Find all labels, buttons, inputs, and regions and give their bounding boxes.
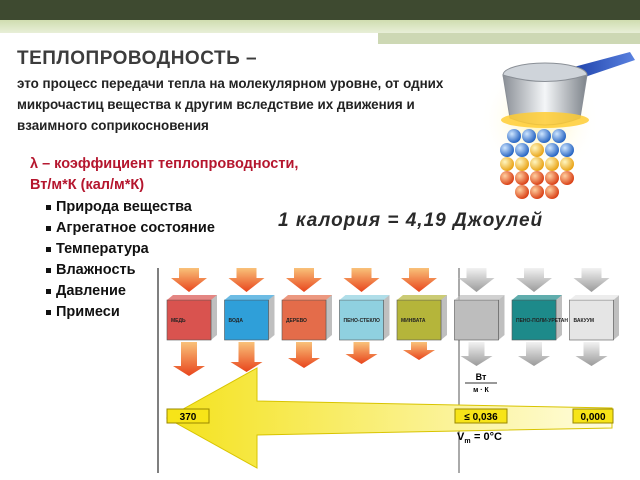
header-dark-bar — [0, 0, 640, 20]
material-label: ПЕНО-ПОЛИ-УРЕТАН — [516, 318, 568, 324]
header-accent-bar — [378, 33, 640, 44]
heat-arrow-out — [460, 342, 493, 366]
material-label: ВАКУУМ — [574, 318, 595, 324]
slide-title: ТЕПЛОПРОВОДНОСТЬ – — [17, 48, 258, 69]
value-mid: ≤ 0,036 — [464, 412, 498, 423]
vm-note: = 0°C — [474, 431, 502, 443]
heat-arrow-in — [228, 268, 265, 292]
material-box-side — [326, 295, 332, 340]
material-label: МЕДЬ — [171, 318, 186, 324]
material-label: ВОДА — [229, 318, 244, 324]
heat-arrow-in — [458, 268, 495, 292]
material-box-side — [613, 295, 619, 340]
material-box-top — [512, 295, 562, 300]
material-label: ПЕНО-СТЕКЛО — [344, 318, 381, 324]
material-box — [166, 299, 212, 341]
list-item: Природа вещества — [46, 197, 215, 218]
material-box — [569, 299, 614, 341]
heat-arrow-out — [403, 342, 435, 360]
unit-denominator: м · К — [473, 387, 489, 394]
heat-arrow-in — [573, 268, 610, 292]
material-box-top — [224, 295, 275, 300]
value-box-left — [166, 408, 210, 424]
heat-arrow-in — [516, 268, 552, 292]
value-box-mid — [454, 408, 508, 424]
lambda-line-1: λ – коэффициент теплопроводности, — [30, 156, 299, 172]
material-box — [281, 299, 327, 341]
material-boxes: МЕДЬ ВОДА ДЕРЕВО ПЕНО-СТЕКЛО МИНВАТА ПЕНО-ПОЛ… — [166, 295, 619, 341]
list-item: Примеси — [46, 302, 215, 323]
vm-symbol: Vm — [457, 431, 471, 445]
heat-arrow-out — [230, 342, 263, 372]
heat-arrow-out — [575, 342, 608, 366]
heat-arrows — [171, 268, 610, 376]
material-box-side — [211, 295, 217, 340]
heat-arrow-out — [345, 342, 378, 364]
factor-list: Природа вещества Агрегатное состояние Те… — [46, 197, 215, 323]
material-box-side — [441, 295, 447, 340]
material-box — [224, 299, 269, 341]
value-box-right — [572, 408, 614, 424]
list-item: Давление — [46, 281, 215, 302]
conductivity-scale-arrow — [165, 367, 613, 469]
list-item: Температура — [46, 239, 215, 260]
material-label: ДЕРЕВО — [286, 318, 307, 324]
heat-arrow-in — [171, 268, 207, 292]
material-box-top — [282, 295, 332, 300]
saucepan-molecules-illustration — [480, 52, 635, 199]
heat-arrow-in — [401, 268, 437, 292]
material-box-side — [556, 295, 562, 340]
material-box-side — [498, 295, 505, 340]
heat-arrow-in — [286, 268, 322, 292]
calorie-equation: 1 калория = 4,19 Джоулей — [278, 210, 544, 231]
heat-arrow-out — [518, 342, 550, 366]
header-light-bar — [0, 20, 640, 33]
material-box-top — [397, 295, 447, 300]
heat-arrow-out — [288, 342, 320, 368]
material-box-side — [383, 295, 390, 340]
heat-arrow-in — [343, 268, 380, 292]
list-item: Агрегатное состояние — [46, 218, 215, 239]
lambda-line-2: Вт/м*К (кал/м*К) — [30, 177, 145, 193]
definition-text: это процесс передачи тепла на молекулярн… — [17, 76, 444, 133]
material-box-top — [339, 295, 390, 300]
material-box-top — [454, 295, 505, 300]
unit-numerator: Вт — [476, 372, 487, 382]
molecule-grid — [500, 129, 574, 199]
material-box-top — [569, 295, 619, 300]
material-box-side — [268, 295, 275, 340]
value-right: 0,000 — [580, 412, 605, 423]
material-box-top — [167, 295, 217, 300]
list-item: Влажность — [46, 260, 215, 281]
lambda-definition: λ – коэффициент теплопроводности, Вт/м*К… — [30, 154, 298, 196]
value-left: 370 — [180, 412, 197, 423]
conductivity-diagram: МЕДЬ ВОДА ДЕРЕВО ПЕНО-СТЕКЛО МИНВАТА ПЕНО-ПОЛ… — [157, 268, 619, 473]
material-box — [339, 299, 384, 341]
material-box — [454, 299, 499, 341]
material-label: МИНВАТА — [401, 318, 426, 324]
heat-arrow-out — [173, 342, 205, 376]
material-box — [396, 299, 442, 341]
material-box — [511, 299, 557, 341]
